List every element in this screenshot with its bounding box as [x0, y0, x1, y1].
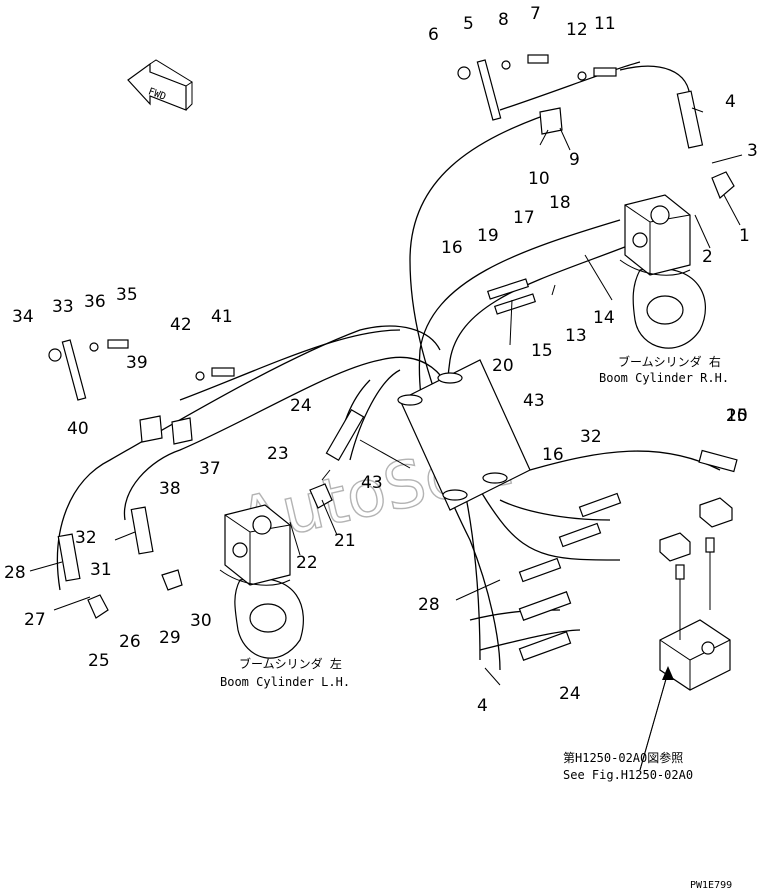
- callout: 10: [528, 169, 550, 189]
- boom-cylinder-rh: [619, 194, 706, 349]
- boom-cylinder-lh: [219, 504, 304, 659]
- callout: 16: [441, 238, 463, 258]
- boom-cylinder-rh-caption: Boom Cylinder R.H.: [599, 371, 729, 385]
- callout: 1: [739, 226, 750, 246]
- callout: 20: [492, 356, 514, 376]
- callout: 31: [90, 560, 112, 580]
- callout: 4: [477, 696, 488, 716]
- callout: 32: [75, 528, 97, 548]
- callout: 43: [361, 473, 383, 493]
- callout: 36: [84, 292, 106, 312]
- callout: 22: [296, 553, 318, 573]
- callout: 17: [513, 208, 535, 228]
- callout: 13: [565, 326, 587, 346]
- hose-clamp-assembly: [397, 359, 531, 511]
- callout: 18: [549, 193, 571, 213]
- boom-cylinder-rh-jp-caption: ブームシリンダ 右: [618, 354, 721, 369]
- callout: 27: [24, 610, 46, 630]
- callout: 28: [418, 595, 440, 615]
- callout: 3: [747, 141, 758, 161]
- callout: 39: [126, 353, 148, 373]
- fittings: [48, 54, 738, 661]
- callout-labels: 1 2 3 4 5 6 7 8 9 10 11 12 13 14 15 16 1…: [4, 4, 758, 716]
- callout: 40: [67, 419, 89, 439]
- callout: 11: [594, 14, 616, 34]
- callout: 4: [725, 92, 736, 112]
- callout: 19: [477, 226, 499, 246]
- callout: 15: [531, 341, 553, 361]
- boom-cylinder-lh-jp-caption: ブームシリンダ 左: [239, 656, 342, 671]
- callout: 24: [290, 396, 312, 416]
- reference-caption: See Fig.H1250-02A0: [563, 768, 693, 782]
- callout: 29: [159, 628, 181, 648]
- callout: 2: [702, 247, 713, 267]
- callout: 14: [593, 308, 615, 328]
- callout: 8: [498, 10, 509, 30]
- valve-block: [659, 497, 733, 691]
- callout: 15: [726, 406, 748, 426]
- callout: 25: [88, 651, 110, 671]
- fwd-arrow-icon: FWD: [127, 59, 193, 111]
- callout: 16: [542, 445, 564, 465]
- callout: 20: [726, 406, 748, 426]
- callout: 20: [726, 406, 748, 426]
- drawing-code: PW1E799: [690, 880, 732, 891]
- callout: 12: [566, 20, 588, 40]
- reference-arrow-icon: [639, 666, 674, 771]
- callout: 38: [159, 479, 181, 499]
- callout: 34: [12, 307, 34, 327]
- callout: 43: [523, 391, 545, 411]
- callout: 23: [267, 444, 289, 464]
- callout: 7: [530, 4, 541, 24]
- callout: 41: [211, 307, 233, 327]
- callout: 21: [334, 531, 356, 551]
- callout: 32: [580, 427, 602, 447]
- callout: 35: [116, 285, 138, 305]
- reference-jp-caption: 第H1250-02A0図参照: [563, 750, 683, 765]
- callout: 5: [463, 14, 474, 34]
- callout: 30: [190, 611, 212, 631]
- callout: 28: [4, 563, 26, 583]
- callout: 26: [119, 632, 141, 652]
- callout: 37: [199, 459, 221, 479]
- boom-cylinder-lh-caption: Boom Cylinder L.H.: [220, 675, 350, 689]
- callout: 33: [52, 297, 74, 317]
- callout: 42: [170, 315, 192, 335]
- callout: 24: [559, 684, 581, 704]
- callout: 9: [569, 150, 580, 170]
- callout: 6: [428, 25, 439, 45]
